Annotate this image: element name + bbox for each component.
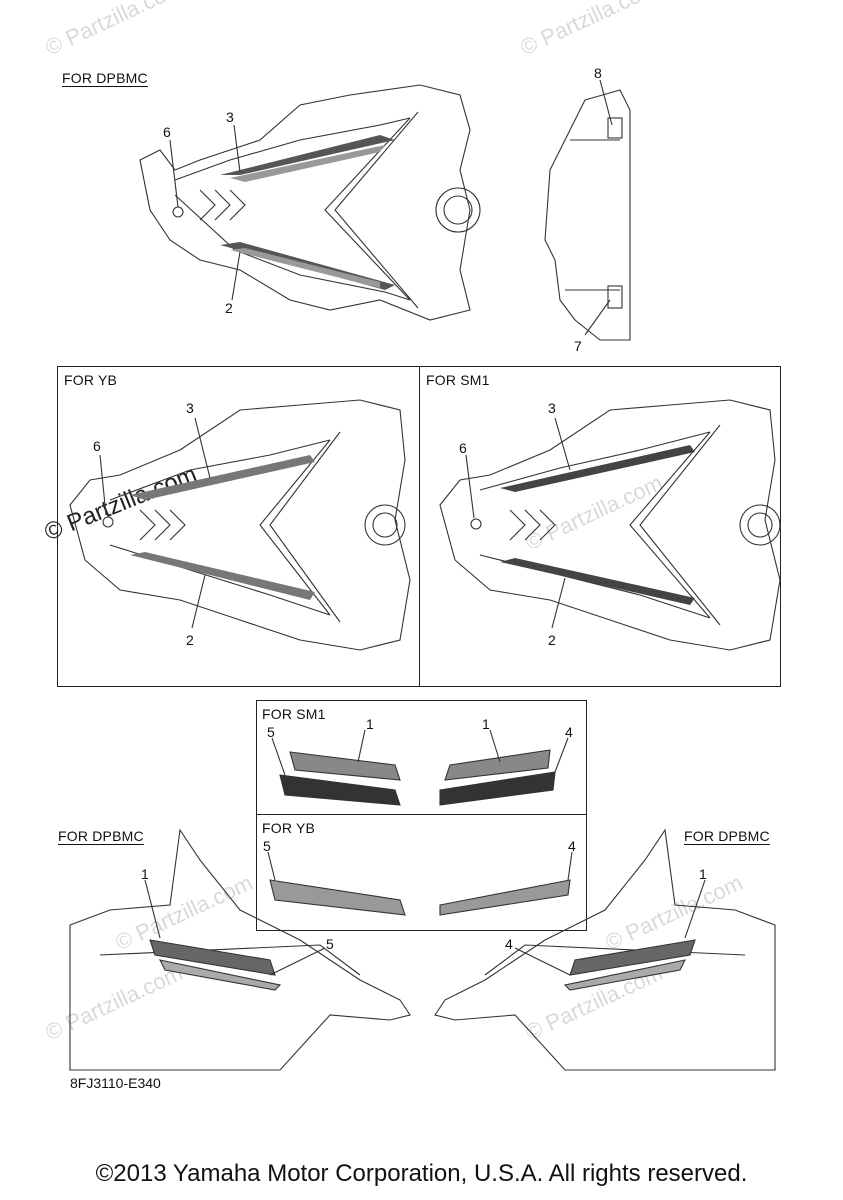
yb-small-box bbox=[256, 814, 587, 931]
section-label-bottom-left-dpbmc: FOR DPBMC bbox=[58, 828, 144, 844]
callout-yb-6: 6 bbox=[93, 438, 101, 454]
section-label-top-dpbmc: FOR DPBMC bbox=[62, 70, 148, 86]
callout-sm1-6: 6 bbox=[459, 440, 467, 456]
callout-sm1-2: 2 bbox=[548, 632, 556, 648]
callout-sm1-small-4: 4 bbox=[565, 724, 573, 740]
top-side-view-drawing bbox=[544, 79, 631, 341]
sm1-panel-box bbox=[419, 366, 781, 687]
section-label-bottom-right-dpbmc: FOR DPBMC bbox=[684, 828, 770, 844]
callout-bottom-right-1: 1 bbox=[699, 866, 707, 882]
yb-small-decals-drawing bbox=[267, 851, 573, 916]
callout-yb-small-5: 5 bbox=[263, 838, 271, 854]
callout-bottom-left-5: 5 bbox=[326, 936, 334, 952]
section-label-yb-small: FOR YB bbox=[262, 820, 316, 836]
section-label-sm1: FOR SM1 bbox=[426, 372, 490, 388]
diagram-code: 8FJ3110-E340 bbox=[70, 1075, 161, 1091]
callout-top-3: 3 bbox=[226, 109, 234, 125]
bottom-left-scooter-drawing bbox=[69, 828, 411, 1071]
callout-top-6: 6 bbox=[163, 124, 171, 140]
sm1-small-decals-drawing bbox=[271, 729, 569, 806]
yb-hood-drawing bbox=[69, 399, 411, 651]
callout-yb-small-4: 4 bbox=[568, 838, 576, 854]
callout-sm1-3: 3 bbox=[548, 400, 556, 416]
callout-bottom-right-4: 4 bbox=[505, 936, 513, 952]
copyright-footer: ©2013 Yamaha Motor Corporation, U.S.A. A… bbox=[95, 1160, 748, 1187]
callout-top-2: 2 bbox=[225, 300, 233, 316]
section-label-yb: FOR YB bbox=[64, 372, 118, 388]
callout-yb-2: 2 bbox=[186, 632, 194, 648]
callout-sm1-small-1a: 1 bbox=[366, 716, 374, 732]
bottom-right-scooter-drawing bbox=[434, 828, 776, 1071]
callout-top-8: 8 bbox=[594, 65, 602, 81]
callout-sm1-small-1b: 1 bbox=[482, 716, 490, 732]
callout-sm1-small-5: 5 bbox=[267, 724, 275, 740]
callout-bottom-left-1: 1 bbox=[141, 866, 149, 882]
section-label-sm1-small: FOR SM1 bbox=[262, 706, 326, 722]
top-hood-drawing bbox=[139, 84, 481, 321]
callout-top-7: 7 bbox=[574, 338, 582, 354]
callout-yb-3: 3 bbox=[186, 400, 194, 416]
sm1-hood-drawing bbox=[439, 399, 781, 651]
